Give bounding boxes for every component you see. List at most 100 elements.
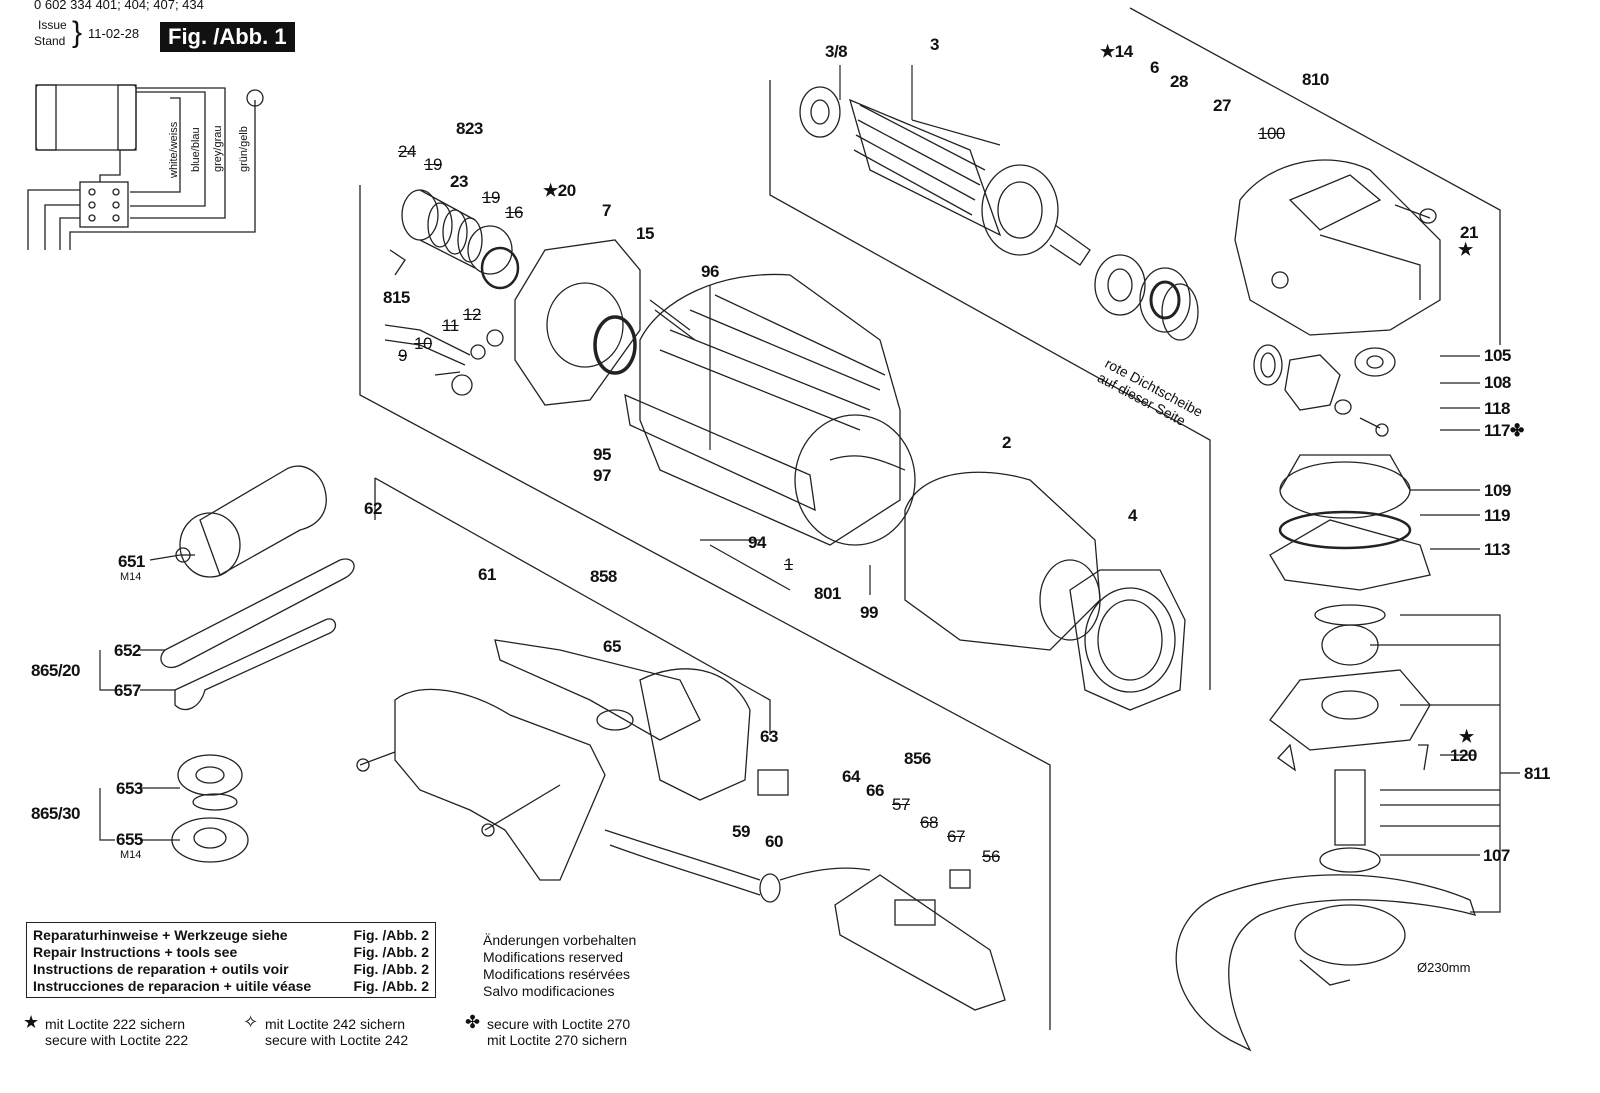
part-label: 63 bbox=[760, 727, 778, 746]
reference-row: Instrucciones de reparacion + uitile véa… bbox=[33, 978, 429, 994]
club-icon: ✤ bbox=[1509, 421, 1524, 440]
part-label: 810 bbox=[1302, 70, 1329, 89]
guard-drawing bbox=[1175, 874, 1477, 1052]
reference-row: Instructions de reparation + outils voir… bbox=[33, 961, 429, 977]
issue-date: 11-02-28 bbox=[88, 26, 140, 41]
part-label: 856 bbox=[904, 749, 931, 768]
part-label: 10 bbox=[414, 334, 432, 353]
part-label: 24 bbox=[398, 142, 416, 161]
armature-drawing bbox=[799, 86, 1091, 266]
part-label: 823 bbox=[456, 119, 483, 138]
part-label: 11 bbox=[442, 316, 459, 335]
part-label: 97 bbox=[593, 466, 611, 485]
wire-label-blue: blue/blau bbox=[190, 127, 202, 172]
legend-loctite-222: ★ mit Loctite 222 sichern secure with Lo… bbox=[23, 1012, 189, 1048]
part-label: 105 bbox=[1484, 346, 1511, 365]
part-label: 65 bbox=[603, 637, 621, 656]
star-icon: ★ bbox=[23, 1012, 40, 1032]
gear-housing-drawing bbox=[1234, 159, 1441, 336]
part-label: 657 bbox=[114, 681, 141, 700]
part-label: 99 bbox=[860, 603, 878, 622]
part-label: 801 bbox=[814, 584, 841, 603]
part-label: 61 bbox=[478, 565, 496, 584]
part-label: 120 bbox=[1450, 746, 1477, 765]
disc-diameter-label: Ø230mm bbox=[1417, 960, 1471, 975]
main-handle-drawing bbox=[356, 639, 789, 881]
part-label: 94 bbox=[748, 533, 766, 552]
part-label: 107 bbox=[1483, 846, 1510, 865]
part-label: 118 bbox=[1484, 399, 1510, 418]
part-label: 652 bbox=[114, 641, 141, 660]
part-label: 19 bbox=[482, 188, 500, 207]
part-label: 651 bbox=[118, 552, 145, 571]
legend-loctite-242: ✧ mit Loctite 242 sichern secure with Lo… bbox=[243, 1012, 409, 1048]
part-label: ★20 bbox=[543, 181, 576, 200]
part-label: 12 bbox=[463, 305, 481, 324]
part-label: 858 bbox=[590, 567, 617, 586]
thread-size-label: M14 bbox=[120, 849, 142, 861]
part-label: 19 bbox=[424, 155, 442, 174]
star-icon: ★ bbox=[1100, 42, 1115, 61]
part-label: 3/8 bbox=[825, 42, 848, 61]
part-label: 6 bbox=[1150, 58, 1159, 77]
part-label: 7 bbox=[602, 201, 611, 220]
part-label: 865/20 bbox=[31, 661, 81, 680]
part-label: 15 bbox=[636, 224, 654, 243]
stand-label: Stand bbox=[34, 34, 66, 48]
part-label: 815 bbox=[383, 288, 410, 307]
part-label: 23 bbox=[450, 172, 468, 191]
part-label: 3 bbox=[930, 35, 939, 54]
part-label: 64 bbox=[842, 767, 860, 786]
part-label: 66 bbox=[866, 781, 884, 800]
part-label: 27 bbox=[1213, 96, 1231, 115]
part-label-struck: 100 bbox=[1258, 124, 1285, 143]
part-label: 95 bbox=[593, 445, 611, 464]
part-label: 109 bbox=[1484, 481, 1511, 500]
part-label: 108 bbox=[1484, 373, 1511, 392]
part-label: 62 bbox=[364, 499, 382, 518]
thread-size-label: M14 bbox=[120, 571, 142, 583]
issue-label: Issue bbox=[38, 18, 67, 32]
part-label: 60 bbox=[765, 832, 783, 851]
wiring-diagram bbox=[27, 84, 264, 250]
part-numbers: 0 602 334 401; 404; 407; 434 bbox=[34, 0, 204, 12]
part-label: 56 bbox=[982, 847, 1000, 866]
motor-housing-drawing bbox=[624, 273, 916, 546]
figure-title: Fig. /Abb. 1 bbox=[160, 22, 295, 52]
bearing-drawing bbox=[1094, 254, 1199, 341]
brace: } bbox=[72, 16, 83, 49]
part-label: 67 bbox=[947, 827, 965, 846]
part-label: 2 bbox=[1002, 433, 1011, 452]
part-label: ★14 bbox=[1100, 42, 1133, 61]
part-label: 4 bbox=[1128, 506, 1137, 525]
part-label: 16 bbox=[505, 203, 523, 222]
part-label: 68 bbox=[920, 813, 938, 832]
part-label: 655 bbox=[116, 830, 143, 849]
aux-handle-drawing bbox=[175, 465, 327, 578]
part-label: 865/30 bbox=[31, 804, 81, 823]
part-label: 117✤ bbox=[1484, 421, 1524, 440]
star-icon: ★ bbox=[1458, 240, 1473, 259]
part-label: 57 bbox=[892, 795, 910, 814]
part-label: 28 bbox=[1170, 72, 1188, 91]
star-icon: ★ bbox=[1459, 727, 1474, 746]
star-icon: ★ bbox=[543, 181, 558, 200]
open-star-icon: ✧ bbox=[243, 1012, 259, 1032]
part-label: 21 bbox=[1460, 223, 1478, 242]
part-label: 59 bbox=[732, 822, 750, 841]
modification-notes: Änderungen vorbehalten Modifications res… bbox=[483, 932, 637, 999]
wire-label-green: grün/gelb bbox=[238, 126, 250, 172]
wire-label-grey: grey/grau bbox=[212, 125, 224, 172]
part-label: 113 bbox=[1484, 540, 1510, 559]
wire-label-white: white/weiss bbox=[168, 121, 180, 178]
part-label: 653 bbox=[116, 779, 143, 798]
part-label: 119 bbox=[1484, 506, 1510, 525]
club-icon: ✤ bbox=[465, 1012, 481, 1032]
legend-loctite-270: ✤ secure with Loctite 270 mit Loctite 27… bbox=[465, 1012, 631, 1048]
part-label: 811 bbox=[1524, 764, 1550, 783]
part-label: 1 bbox=[784, 555, 793, 574]
